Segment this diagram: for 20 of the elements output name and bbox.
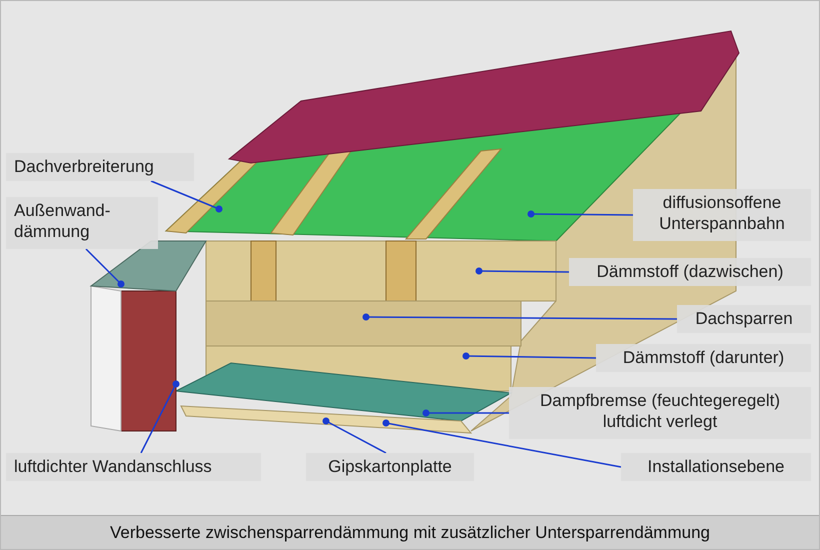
callout-label: Dämmstoff (darunter) xyxy=(596,344,811,372)
leader-line xyxy=(382,420,622,468)
callout-label: Dachverbreiterung xyxy=(6,153,194,181)
leader-line xyxy=(85,248,124,288)
callout-label: Dämmstoff (dazwischen) xyxy=(569,258,811,286)
callout-label: Außenwand- dämmung xyxy=(6,197,158,249)
leader-line xyxy=(528,210,633,218)
leader-line xyxy=(150,180,222,212)
callout-label: Installationsebene xyxy=(621,453,811,481)
callout-label: Gipskartonplatte xyxy=(306,453,474,481)
leader-line xyxy=(140,380,180,454)
leader-line xyxy=(462,352,596,360)
callout-label: Dampfbremse (feuchtegeregelt) luftdicht verlegt xyxy=(509,387,811,439)
callout-label: luftdichter Wandanschluss xyxy=(6,453,261,481)
leader-line xyxy=(322,418,386,454)
leader-line xyxy=(362,314,677,320)
caption: Verbesserte zwischensparrendämmung mit zusätzlicher Untersparrendämmung xyxy=(110,523,710,543)
leader-line xyxy=(476,268,569,274)
callout-label: Dachsparren xyxy=(677,305,811,333)
callout-label: diffusionsoffene Unterspannbahn xyxy=(633,189,811,241)
